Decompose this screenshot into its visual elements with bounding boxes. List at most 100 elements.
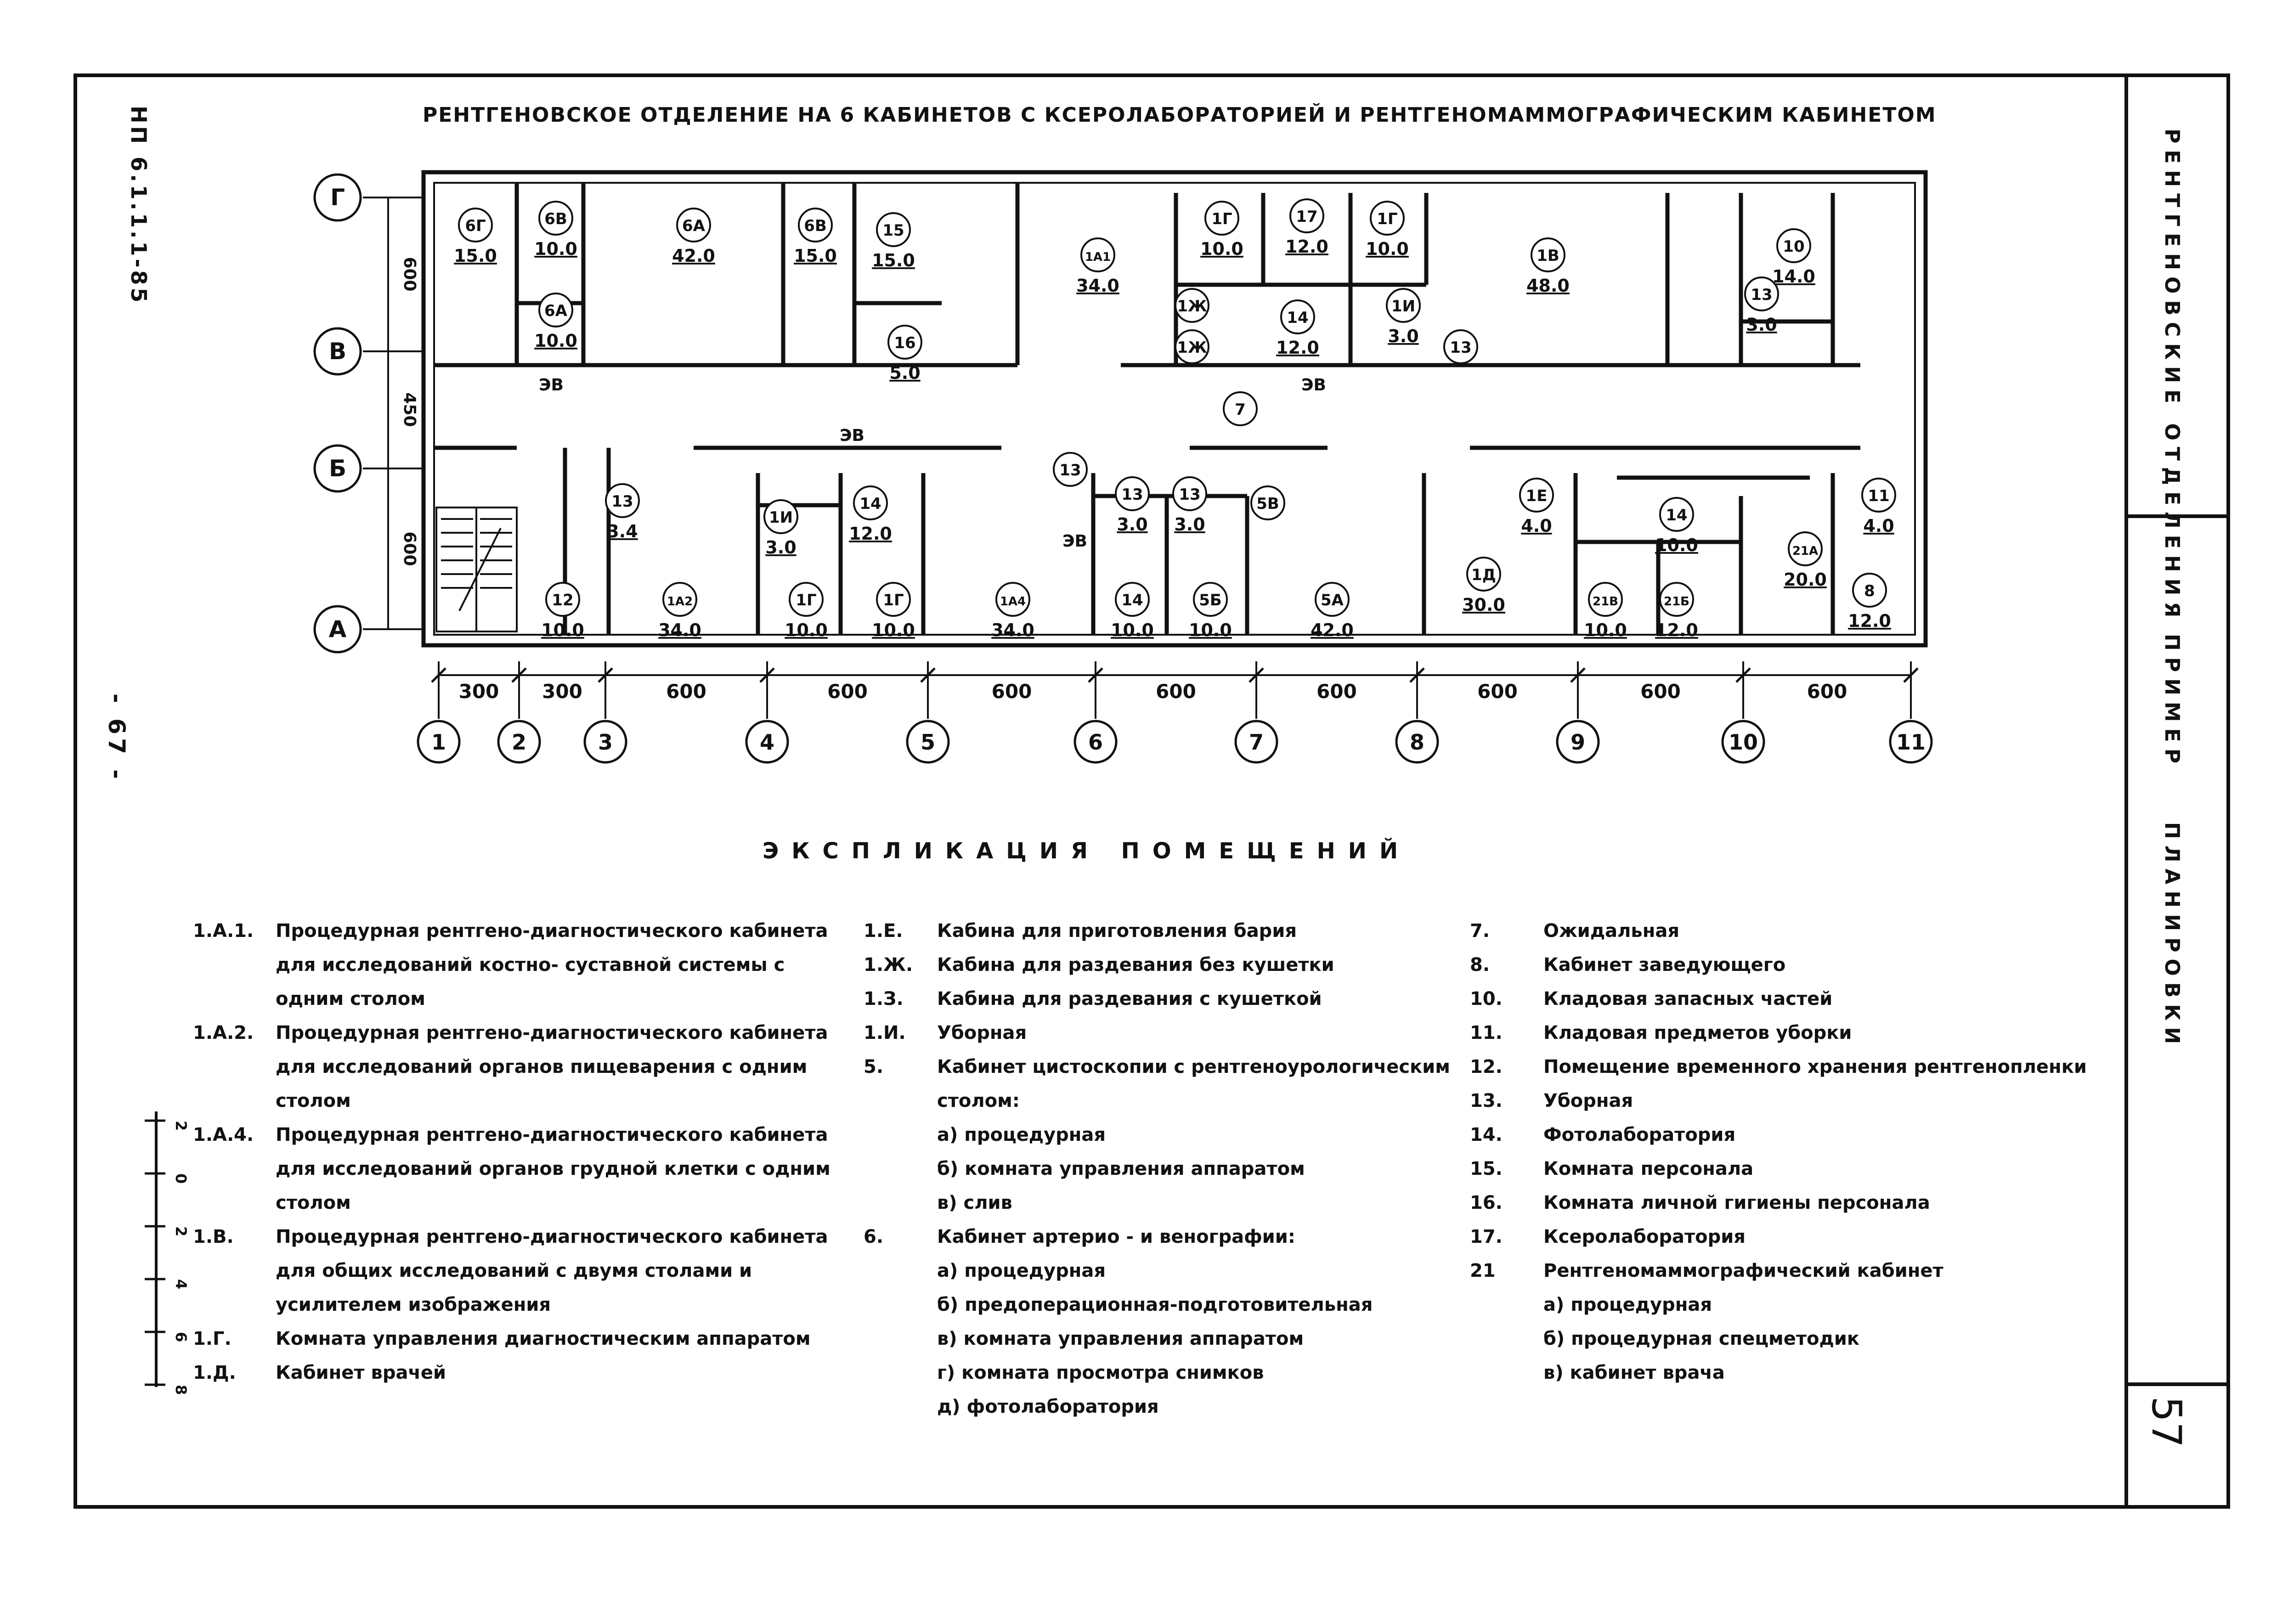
room-tag: 14: [1287, 309, 1308, 327]
dim-tick: [1570, 667, 1586, 683]
room-tag: 5Б: [1199, 591, 1222, 609]
room-tag-circle: [1250, 485, 1285, 520]
room-area: 34.0: [991, 620, 1034, 640]
explication-number: 14.: [1470, 1124, 1503, 1145]
sheet-frame: [73, 73, 2230, 1509]
col-axis-bubble: [417, 720, 461, 764]
explication-number: [864, 1186, 937, 1220]
room-tag: 1А4: [1000, 595, 1026, 609]
explication-text: Кабина для раздевания с кушеткой: [937, 988, 1322, 1009]
room-tag: 11: [1868, 487, 1889, 505]
room-area: 15.0: [872, 250, 915, 271]
section-label: РЕНТГЕНОВСКИЕ ОТДЕЛЕНИЯ: [2160, 129, 2184, 624]
room-tag: 1И: [1391, 297, 1415, 316]
room-tag-circle: [1204, 201, 1239, 236]
room-tag: 1А2: [667, 595, 693, 609]
room-tag-circle: [763, 499, 798, 534]
col-axis-bubble: [1889, 720, 1933, 764]
room-area: 10.0: [534, 239, 577, 259]
room-tag: 14: [1121, 591, 1143, 609]
explication-number: [864, 1288, 937, 1322]
explication-item: 1.А.4.Процедурная рентгено-диагностическ…: [193, 1118, 845, 1220]
dim-tick: [1735, 667, 1751, 683]
explication-text: Кабинет врачей: [276, 1362, 446, 1383]
explication-item: б) процедурная спецметодик: [1470, 1322, 2113, 1356]
col-axis-label: 7: [1249, 730, 1264, 755]
row-axis-bubble: [313, 444, 362, 493]
explication-number: 21: [1470, 1260, 1496, 1281]
room-tag-circle: [538, 201, 573, 236]
room-area: 20.0: [1784, 570, 1827, 590]
room-tag: 5В: [1256, 495, 1279, 513]
room-tag-circle: [1115, 476, 1150, 511]
explication-number: 5.: [864, 1056, 884, 1077]
explication-text: Комната личной гигиены персонала: [1543, 1192, 1930, 1213]
explication-text: Процедурная рентгено-диагностического ка…: [276, 1124, 830, 1213]
col-axis-label: 9: [1571, 730, 1585, 755]
scale-label: 2: [172, 1226, 190, 1236]
room-tag-circle: [662, 582, 697, 617]
explication-text: д) фотолаборатория: [937, 1396, 1159, 1417]
explication-number: 1.Г.: [193, 1328, 232, 1349]
room-tag-circle: [887, 325, 922, 360]
col-axis-bubble: [1073, 720, 1118, 764]
room-tag-circle: [538, 293, 573, 327]
room-tag-circle: [1315, 582, 1350, 617]
room-tag-circle: [1370, 201, 1405, 236]
explication-item: 15.Комната персонала: [1470, 1152, 2113, 1186]
explication-item: 1.Д. Кабинет врачей: [193, 1356, 845, 1390]
room-area: 12.0: [1285, 237, 1328, 257]
dim-tick: [1249, 667, 1264, 683]
room-tag: 6Г: [465, 217, 486, 235]
dim-tick: [1409, 667, 1425, 683]
explication-text: Ксеролаборатория: [1543, 1226, 1746, 1247]
ev-label: ЭВ: [1062, 532, 1087, 551]
explication-text: а) процедурная: [937, 1124, 1106, 1145]
room-area: 34.0: [658, 620, 701, 640]
explication-number: [864, 1322, 937, 1356]
room-tag: 1Ж: [1177, 338, 1207, 357]
room-area: 15.0: [794, 246, 837, 266]
explication-text: Помещение временного хранения рентгенопл…: [1543, 1056, 2087, 1077]
row-axis-label: Г: [330, 184, 345, 211]
room-tag-circle: [1175, 288, 1209, 323]
room-tag: 1Ж: [1177, 297, 1207, 316]
explication-text: г) комната просмотра снимков: [937, 1362, 1264, 1383]
room-tag: 10: [1783, 237, 1804, 256]
scale-label: 2: [172, 1121, 190, 1131]
room-tag-circle: [789, 582, 824, 617]
room-tag-circle: [1193, 582, 1228, 617]
room-tag: 13: [611, 492, 633, 511]
col-axis-bubble: [583, 720, 627, 764]
room-tag-circle: [676, 208, 711, 242]
document-code: НП 6.1.1.1-85: [126, 106, 151, 305]
explication-column-1: 1.А.1.Процедурная рентгено-диагностическ…: [193, 914, 845, 1390]
explication-number: 1.Д.: [193, 1362, 236, 1383]
explication-number: [864, 1152, 937, 1186]
title-divider: [2128, 1382, 2230, 1386]
col-dimension: 600: [666, 680, 706, 703]
col-axis-label: 3: [598, 730, 613, 755]
room-area: 34.0: [1076, 276, 1119, 296]
room-area: 3.0: [765, 537, 796, 558]
explication-number: 10.: [1470, 988, 1503, 1009]
explication-item: 10.Кладовая запасных частей: [1470, 982, 2113, 1016]
explication-item: 12.Помещение временного хранения рентген…: [1470, 1050, 2113, 1084]
col-axis-bubble: [1556, 720, 1600, 764]
room-tag-circle: [1175, 329, 1209, 364]
room-tag: 21А: [1792, 544, 1818, 558]
room-tag: 7: [1235, 400, 1246, 419]
col-axis-bubble: [497, 720, 541, 764]
room-tag-circle: [1776, 228, 1811, 263]
col-axis-bubble: [745, 720, 789, 764]
room-tag-circle: [1466, 557, 1501, 592]
room-tag: 1В: [1537, 247, 1559, 265]
room-tag: 12: [552, 591, 573, 609]
room-tag: 13: [1450, 338, 1471, 357]
explication-item: б) предоперационная-подготовительная: [864, 1288, 1452, 1322]
explication-text: Процедурная рентгено-диагностического ка…: [276, 1226, 828, 1315]
explication-item: а) процедурная: [864, 1254, 1452, 1288]
room-tag-circle: [1852, 573, 1887, 608]
